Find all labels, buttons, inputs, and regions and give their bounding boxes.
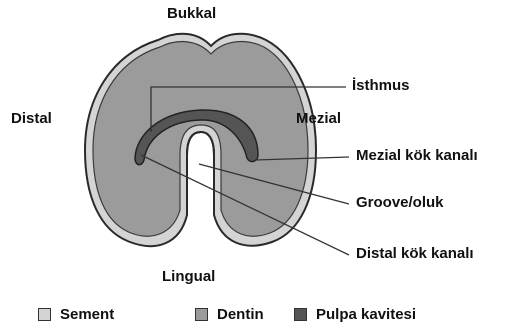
mesial-canal-label: Mezial kök kanalı — [356, 147, 478, 164]
sement-swatch — [38, 308, 51, 321]
mesial-label: Mezial — [296, 110, 341, 127]
buccal-label: Bukkal — [167, 5, 216, 22]
legend-item-sement: Sement — [38, 306, 114, 323]
pulpa-swatch — [294, 308, 307, 321]
dentin-layer — [93, 42, 308, 237]
groove-label: Groove/oluk — [356, 194, 444, 211]
legend-item-pulpa: Pulpa kavitesi — [294, 306, 416, 323]
legend-item-dentin: Dentin — [195, 306, 264, 323]
legend-label-pulpa: Pulpa kavitesi — [316, 306, 416, 323]
distal-canal-label: Distal kök kanalı — [356, 245, 474, 262]
isthmus-label: İsthmus — [352, 77, 410, 94]
lingual-label: Lingual — [162, 268, 215, 285]
dentin-swatch — [195, 308, 208, 321]
legend-label-dentin: Dentin — [217, 306, 264, 323]
distal-label: Distal — [11, 110, 52, 127]
groove — [187, 132, 214, 215]
legend-label-sement: Sement — [60, 306, 114, 323]
